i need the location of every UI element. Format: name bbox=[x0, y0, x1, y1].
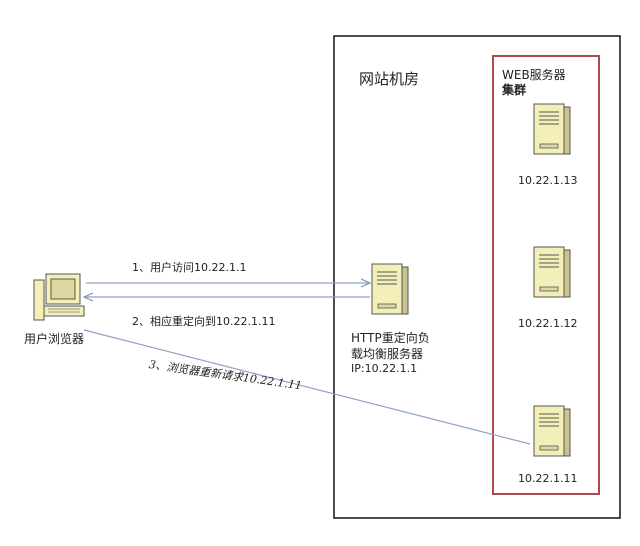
step-1-label: 1、用户访问10.22.1.1 bbox=[132, 261, 247, 274]
computer-icon bbox=[33, 273, 85, 321]
server-icon-13 bbox=[533, 103, 571, 155]
load-balancer-ip: IP:10.22.1.1 bbox=[351, 362, 418, 375]
cluster-title-line1: WEB服务器 bbox=[502, 68, 566, 82]
load-balancer-server-icon bbox=[371, 263, 409, 315]
room-title: 网站机房 bbox=[359, 70, 420, 88]
server-ip-13: 10.22.1.13 bbox=[518, 174, 578, 187]
step-2-label: 2、相应重定向到10.22.1.11 bbox=[132, 315, 276, 328]
server-icon-12 bbox=[533, 246, 571, 298]
load-balancer-label-line2: 载均衡服务器 bbox=[351, 347, 424, 361]
web-cluster-box bbox=[492, 55, 600, 495]
datacenter-room-box bbox=[333, 35, 621, 519]
server-icon-11 bbox=[533, 405, 571, 457]
server-ip-11: 10.22.1.11 bbox=[518, 472, 578, 485]
client-label: 用户浏览器 bbox=[24, 332, 85, 346]
step-3-line bbox=[83, 329, 531, 445]
server-ip-12: 10.22.1.12 bbox=[518, 317, 578, 330]
load-balancer-label-line1: HTTP重定向负 bbox=[351, 331, 430, 345]
cluster-title-line2: 集群 bbox=[502, 83, 527, 97]
